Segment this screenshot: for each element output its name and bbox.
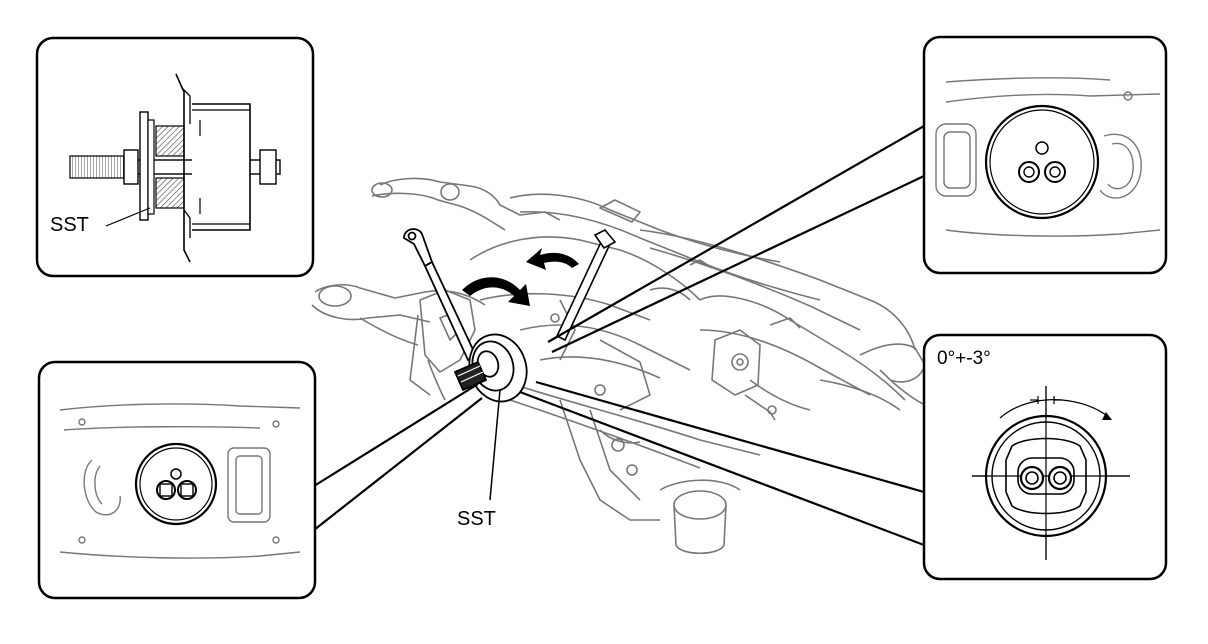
sst-label-main: SST xyxy=(457,508,496,530)
support-rod xyxy=(555,229,617,342)
leader-lines xyxy=(313,125,925,547)
inset-cross-section xyxy=(35,36,315,278)
rotation-arrow-lower xyxy=(462,277,530,306)
sst-label-inset: SST xyxy=(50,214,89,236)
rotation-arrow-upper xyxy=(526,248,579,270)
angle-tolerance-label: 0°+-3° xyxy=(937,348,991,369)
inset-angle xyxy=(922,333,1168,581)
inset-bottom-left xyxy=(37,360,317,600)
inset-top-right xyxy=(922,35,1168,275)
sst-main-leader xyxy=(489,389,501,501)
subframe-assembly xyxy=(311,177,926,555)
sst-tool-main xyxy=(453,333,528,403)
